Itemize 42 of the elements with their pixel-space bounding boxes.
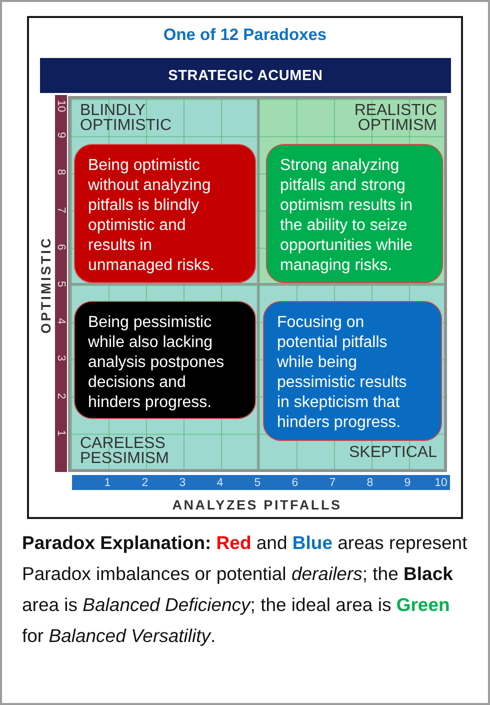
axis-tick-label: 10 <box>434 476 448 488</box>
axis-tick-label: 6 <box>55 244 67 250</box>
quadrant-label: BLINDLY OPTIMISTIC <box>80 104 173 133</box>
description-box <box>266 144 443 283</box>
banner-text: STRATEGIC ACUMEN <box>168 68 323 84</box>
axis-tick-label: 6 <box>292 476 298 488</box>
axis-tick-label: 8 <box>366 476 374 488</box>
description-box <box>74 301 256 419</box>
axis-tick-label: 3 <box>179 476 186 488</box>
quadrant-label: SKEPTICAL <box>348 446 437 460</box>
axis-tick-label: 2 <box>55 392 67 399</box>
description-box <box>74 144 256 283</box>
axis-tick-label: 5 <box>55 280 67 288</box>
axis-tick-label: 5 <box>254 476 261 488</box>
axis-tick-label: 7 <box>55 206 67 213</box>
axis-tick-label: 9 <box>404 476 411 488</box>
axis-title: OPTIMISTIC <box>38 236 54 334</box>
caption-text: Paradox Explanation: Red and Blue areas represent Paradox imbalances or potential derailers; the Black area is Balanced Deficiency; the ideal area is Green for Balanced Versatility. <box>22 531 468 648</box>
axis-tick-label: 8 <box>55 169 67 176</box>
axis-tick-label: 3 <box>55 355 67 362</box>
axis-tick-label: 7 <box>329 476 336 488</box>
axis-tick-label: 4 <box>55 318 67 324</box>
description-text: Focusing on potential pitfalls while being pessimistic results in skepticism that hinders progress. <box>277 313 408 433</box>
axis-tick-label: 9 <box>55 132 67 138</box>
quadrant-area <box>70 98 258 284</box>
description-text: Being pessimistic while also lacking analysis postpones decisions and hinders progress. <box>88 313 226 413</box>
quadrant-label: REALISTIC OPTIMISM <box>353 104 437 133</box>
header-banner <box>40 58 451 93</box>
axis-title: ANALYZES PITFALLS <box>172 498 342 512</box>
axis-tick-label: 1 <box>55 430 67 436</box>
axis-tick-label: 2 <box>142 476 148 488</box>
quadrant-label: CARELESS PESSIMISM <box>80 437 170 466</box>
description-box <box>263 301 442 441</box>
quadrant-area <box>258 98 445 284</box>
description-text: Strong analyzing pitfalls and strong optimism results in the ability to seize opportunities while managing risks. <box>280 156 414 276</box>
diagram-title: One of 12 Paradoxes <box>162 26 328 45</box>
description-text: Being optimistic without analyzing pitfalls is blindly optimistic and results in unmanaged risks. <box>88 156 216 276</box>
axis-tick-label: 10 <box>55 100 67 112</box>
axis-tick-label: 1 <box>104 476 111 488</box>
axis-tick-label: 4 <box>216 476 224 488</box>
quadrant-area <box>258 284 445 470</box>
quadrant-area <box>70 284 258 470</box>
